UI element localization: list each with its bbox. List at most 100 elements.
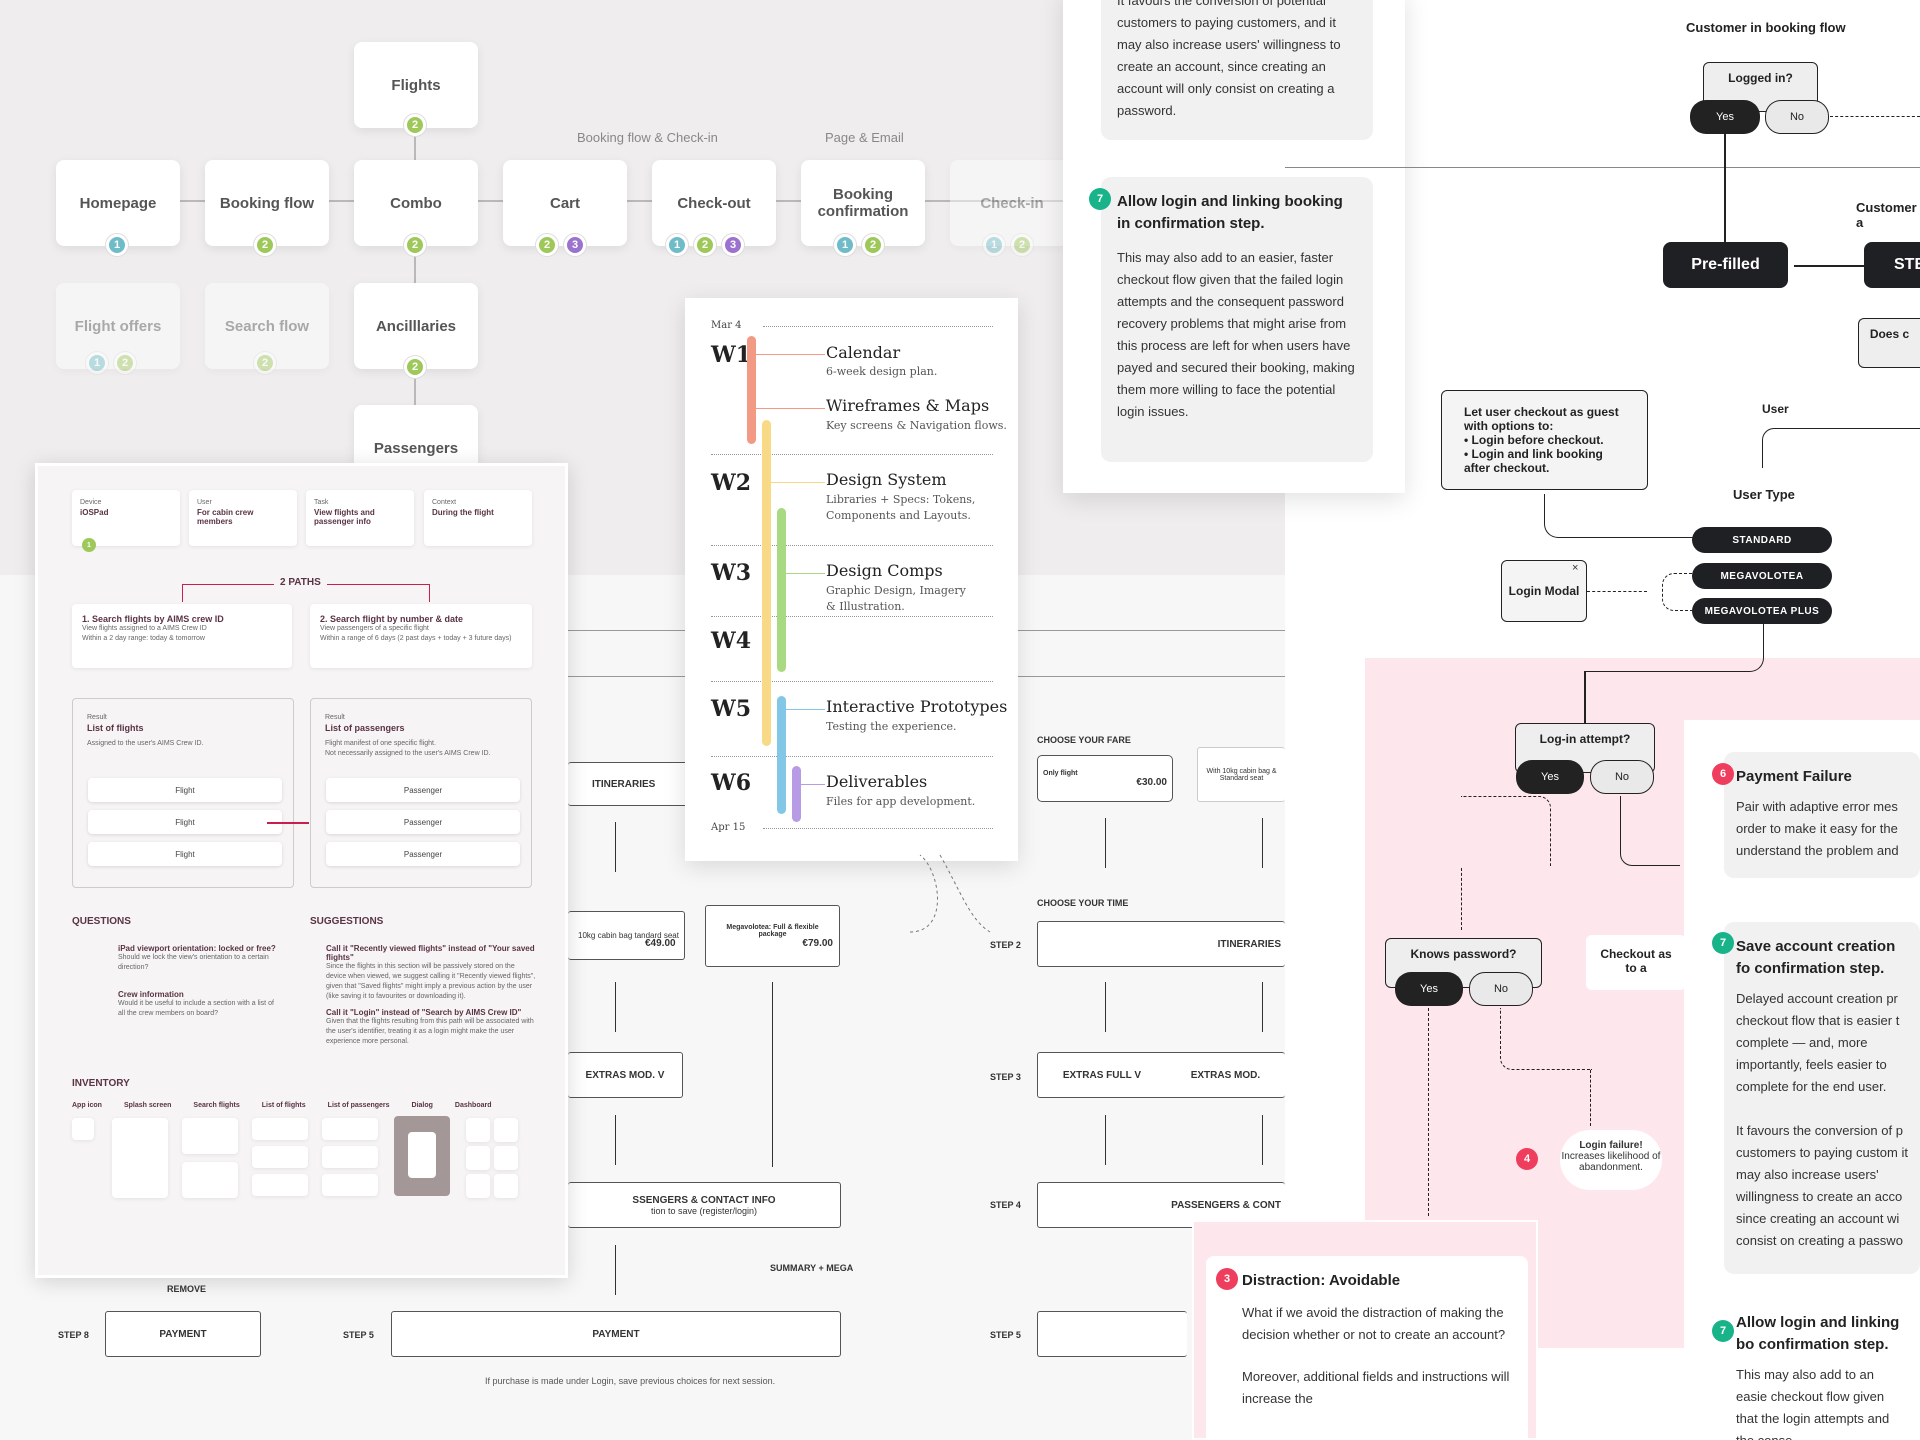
node-booking-flow[interactable]: Booking flow (205, 160, 329, 246)
passenger-item[interactable]: Passenger (326, 842, 520, 866)
yes-option[interactable]: Yes (1516, 760, 1584, 794)
close-icon[interactable]: × (1572, 562, 1579, 574)
step-box: STE (1864, 242, 1920, 288)
label: With 10kg cabin bag & Standard seat (1206, 767, 1277, 782)
thumb (72, 1118, 94, 1140)
standard-pill[interactable]: STANDARD (1692, 527, 1832, 553)
passenger-item[interactable]: Passenger (326, 778, 520, 802)
badge-1: 1 (983, 234, 1005, 256)
thumb (182, 1162, 238, 1198)
no-option[interactable]: No (1590, 760, 1654, 794)
mega-card[interactable]: Megavolotea: Full & flexible package€79.… (705, 905, 840, 967)
note-text: This may also add to an easie checkout f… (1736, 1367, 1890, 1440)
flight-item[interactable]: Flight (88, 810, 282, 834)
badge-2: 2 (404, 114, 426, 136)
node-flight-offers[interactable]: Flight offers (56, 283, 180, 369)
badge-2: 2 (862, 234, 884, 256)
connector (1724, 134, 1726, 242)
cabin-bag-card[interactable]: 10kg cabin bag tandard seat (568, 911, 685, 960)
badges-flights: 2 (404, 114, 426, 136)
note-title: Payment Failure (1736, 768, 1852, 785)
passengers-right-box[interactable]: PASSENGERS & CONT (1037, 1182, 1285, 1228)
node-cart[interactable]: Cart (503, 160, 627, 246)
connector (755, 408, 825, 409)
extras-mod-v-box[interactable]: EXTRAS MOD. V (568, 1052, 683, 1098)
title: Crew information (118, 990, 184, 999)
badge-2: 2 (1011, 234, 1033, 256)
no-option[interactable]: No (1469, 972, 1533, 1006)
item-desc: 6-week design plan. (826, 365, 938, 378)
thumb (252, 1146, 308, 1168)
label: EXTRAS MOD. (1190, 1069, 1261, 1081)
step-label: STEP 2 (990, 940, 1021, 950)
note-number: 4 (1516, 1148, 1538, 1170)
footnote: If purchase is made under Login, save pr… (485, 1376, 776, 1386)
dashed-connector (1500, 1008, 1592, 1070)
text: View flights assigned to a AIMS Crew ID (82, 625, 207, 632)
note-number: 7 (1712, 1320, 1734, 1342)
megavolotea-plus-pill[interactable]: MEGAVOLOTEA PLUS (1692, 598, 1832, 624)
node-label: Booking confirmation (817, 186, 909, 220)
badge-1: 1 (666, 234, 688, 256)
connector (1544, 494, 1694, 538)
node-booking-confirmation[interactable]: Booking confirmation (801, 160, 925, 246)
arrow (1262, 818, 1263, 868)
flight-item[interactable]: Flight (88, 778, 282, 802)
node-flights[interactable]: Flights (354, 42, 478, 128)
arrow (615, 1115, 616, 1165)
node-combo[interactable]: Combo (354, 160, 478, 246)
passenger-item[interactable]: Passenger (326, 810, 520, 834)
no-option[interactable]: No (1765, 100, 1829, 134)
badge: 1 (82, 538, 96, 552)
label: Logged in? (1728, 71, 1793, 85)
calendar-bar (747, 336, 756, 444)
node-label: Check-out (677, 194, 751, 212)
badge-1: 1 (106, 234, 128, 256)
note-number: 7 (1712, 932, 1734, 954)
title: List of flights (87, 723, 144, 733)
remove-label: REMOVE (167, 1284, 207, 1294)
node-checkin[interactable]: Check-in (950, 160, 1074, 246)
payment-right-box[interactable] (1037, 1311, 1187, 1357)
fare2-card[interactable]: With 10kg cabin bag & Standard seat (1197, 747, 1285, 802)
yes-option[interactable]: Yes (1395, 972, 1463, 1006)
label: Megavolotea: Full & flexible package (726, 923, 819, 938)
label: No (1614, 771, 1630, 783)
node-homepage[interactable]: Homepage (56, 160, 180, 246)
week-divider (711, 681, 993, 682)
arrow (615, 822, 616, 872)
text: Given that the flights resulting from th… (326, 1018, 534, 1045)
label: Dashboard (454, 1102, 492, 1109)
thumb (182, 1118, 238, 1154)
note-text: Moreover, additional fields and instruct… (1242, 1369, 1510, 1406)
badge-2: 2 (404, 234, 426, 256)
megavolotea-pill[interactable]: MEGAVOLOTEA (1692, 563, 1832, 589)
step-label: STEP 5 (343, 1330, 374, 1340)
itineraries-right-box[interactable]: ITINERARIES (1037, 921, 1285, 967)
thumb (494, 1118, 518, 1142)
node-ancillaries[interactable]: Ancilllaries (354, 283, 478, 369)
node-label: Ancilllaries (375, 317, 457, 335)
payment-box-left[interactable]: PAYMENT (105, 1311, 261, 1357)
note-title: Save account creation fo confirmation st… (1736, 938, 1896, 977)
user-type-label: User Type (1733, 487, 1795, 502)
item-desc: Testing the experience. (826, 720, 957, 733)
flight-item[interactable]: Flight (88, 842, 282, 866)
node-checkout[interactable]: Check-out (652, 160, 776, 246)
note-title: Allow login and linking booking in confi… (1117, 193, 1343, 232)
label: Yes (1420, 983, 1438, 995)
only-flight-card[interactable]: Only flight€30.00 (1037, 755, 1173, 802)
login-modal-box[interactable]: Login Modal (1501, 560, 1587, 622)
label: Pre-filled (1691, 256, 1760, 273)
badges-search-flow: 2 (254, 352, 276, 374)
payment-box[interactable]: PAYMENT (391, 1311, 841, 1357)
dashed-connector (1428, 1008, 1429, 1216)
yes-option[interactable]: Yes (1690, 100, 1760, 134)
